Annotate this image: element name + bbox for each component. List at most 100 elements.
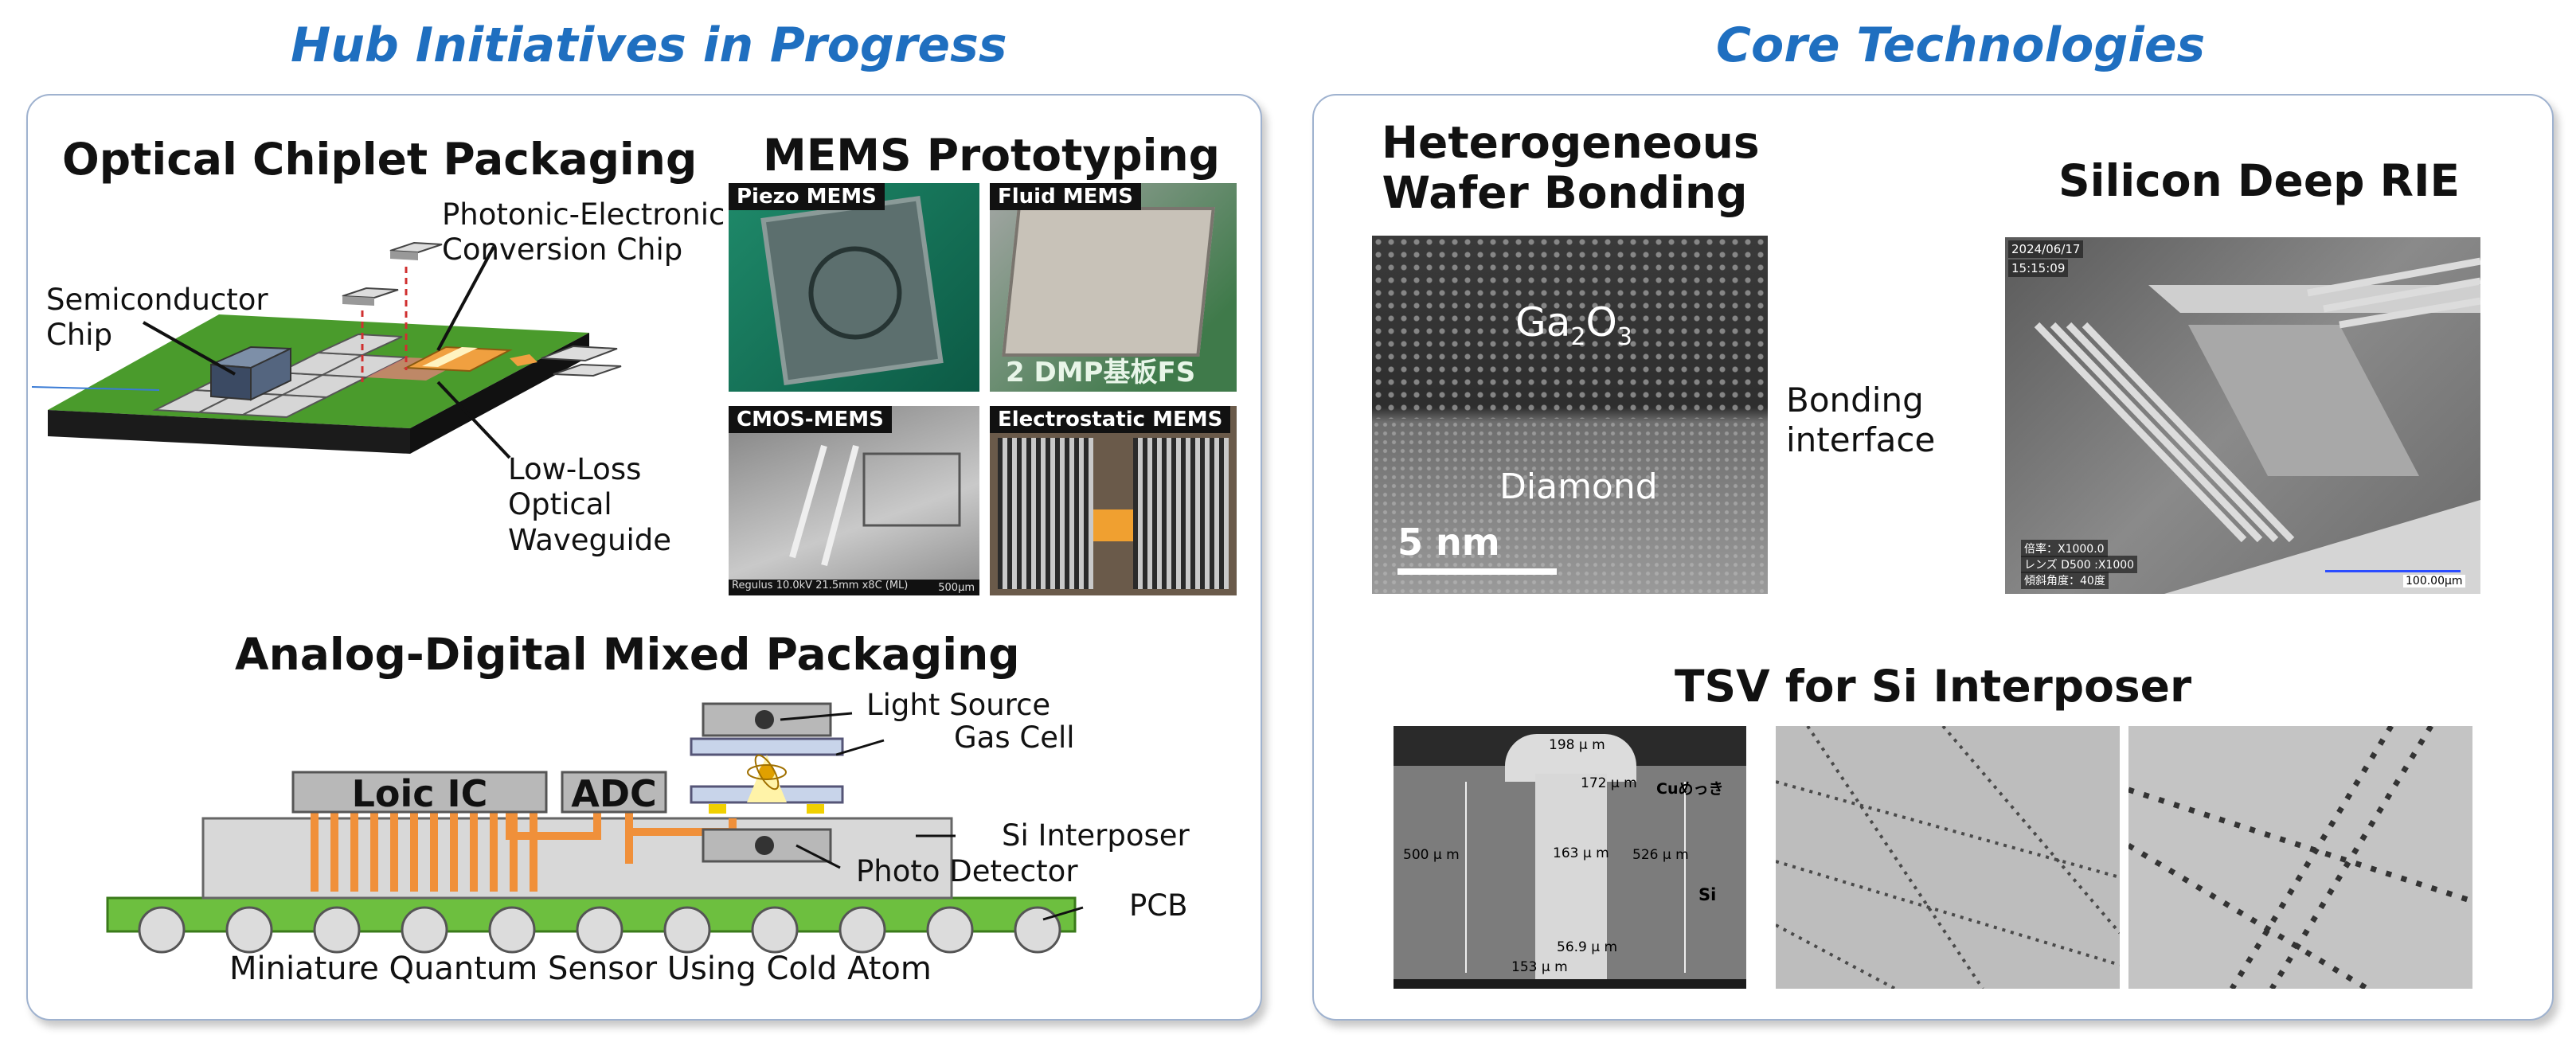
waveguide-stripe	[422, 347, 478, 367]
diamond-lattice	[1372, 420, 1768, 594]
fluid-board-text: 2 DMP基板FS	[1006, 357, 1196, 388]
cmos-mems-photo: Regulus 10.0kV 21.5mm x8C (ML) 500μm CMO…	[729, 406, 979, 595]
rie-date: 2024/06/17	[2008, 240, 2084, 258]
light-source-dot	[755, 710, 774, 729]
tem-scale-bar	[1397, 568, 1557, 575]
copper-vias	[311, 804, 737, 892]
atom-icon	[759, 764, 775, 780]
bonding-interface-label: Bonding interface	[1786, 381, 1936, 460]
semiconductor-label: Semiconductor Chip	[46, 283, 268, 353]
gas-cell-label: Gas Cell	[954, 720, 1075, 755]
tsv-array-pattern-1	[1776, 726, 2120, 989]
quantum-sensor-caption: Miniature Quantum Sensor Using Cold Atom	[229, 951, 932, 987]
logic-ic-chip	[291, 771, 548, 814]
connector-piece-1	[541, 345, 618, 362]
tsv-cu-label: Cuめっき	[1656, 780, 1724, 798]
tsv-m-172: 172 μ m	[1581, 775, 1637, 791]
tsv-array-pattern-2	[2128, 726, 2472, 989]
tsv-array-photo-2	[2128, 726, 2472, 989]
pointer-pcb	[1042, 906, 1084, 921]
pointer-gas-cell	[835, 739, 885, 756]
tsv-via	[1535, 774, 1607, 979]
mems-title: MEMS Prototyping	[763, 130, 1220, 181]
tem-image: Ga2O3 Diamond 5 nm	[1372, 236, 1768, 594]
tsv-si-label: Si	[1698, 885, 1717, 904]
quantum-sensor-diagram	[106, 702, 1084, 954]
floating-chip-top	[389, 241, 443, 254]
rie-scale-bar	[2325, 570, 2461, 572]
floating-chip-mid-side	[342, 296, 374, 306]
analog-title: Analog-Digital Mixed Packaging	[235, 629, 1020, 680]
pcb-board-side	[410, 333, 589, 454]
tsv-cross-section: 198 μ m 172 μ m Cuめっき 500 μ m 163 μ m 52…	[1394, 726, 1746, 989]
tsv-dim-line-left	[1465, 782, 1467, 973]
electrostatic-mems-photo: Electrostatic MEMS	[990, 406, 1237, 595]
rie-info-3: 傾斜角度：40度	[2021, 572, 2109, 589]
right-section-title: Core Technologies	[1716, 18, 2206, 73]
tsv-m-153: 153 μ m	[1511, 959, 1568, 975]
waveguide-label: Low-Loss Optical Waveguide	[508, 452, 672, 557]
floating-chip-top-side	[390, 251, 418, 260]
logic-ic-label: Loic IC	[351, 772, 488, 815]
floating-chip-mid	[342, 287, 399, 299]
cmos-mems-tag: CMOS-MEMS	[729, 406, 892, 433]
pointer-waveguide	[436, 381, 511, 459]
cmos-scale: 500μm	[938, 582, 975, 594]
tsv-bottom-band	[1394, 979, 1746, 989]
semiconductor-cube-side	[250, 347, 291, 401]
comb-left	[998, 438, 1093, 589]
left-section-title: Hub Initiatives in Progress	[291, 18, 1007, 73]
diamond-label: Diamond	[1499, 466, 1658, 507]
pointer-photo-detector	[795, 844, 841, 869]
bonding-title: Heterogeneous Wafer Bonding	[1382, 117, 1760, 219]
bump-left	[709, 804, 726, 814]
semiconductor-cube-front	[210, 363, 252, 401]
chiplet-tiles	[152, 333, 409, 419]
tsv-m-569: 56.9 μ m	[1557, 939, 1618, 955]
tsv-m-163: 163 μ m	[1553, 845, 1609, 861]
bump-right	[807, 804, 824, 814]
pointer-semiconductor	[143, 321, 236, 376]
electrostatic-mems-tag: Electrostatic MEMS	[990, 406, 1231, 433]
tsv-m-top: 198 μ m	[1549, 737, 1605, 753]
piezo-die	[766, 201, 938, 381]
adc-chip	[561, 771, 667, 814]
tsv-m-526: 526 μ m	[1632, 847, 1689, 863]
pcb-label: PCB	[1129, 888, 1188, 923]
pointer-light-source	[780, 712, 853, 721]
atom-orbit-1	[747, 764, 787, 780]
tem-scale-label: 5 nm	[1397, 521, 1500, 564]
optical-chiplet-diagram	[32, 241, 622, 459]
rie-info-2: レンズ D500 :X1000	[2021, 556, 2138, 573]
ga2o3-lattice	[1372, 236, 1768, 419]
comb-right	[1133, 438, 1229, 589]
photo-detector-label: Photo Detector	[856, 854, 1078, 888]
pointer-photonic	[436, 246, 495, 351]
adc-label: ADC	[571, 772, 657, 815]
rie-info-1: 倍率：X1000.0	[2021, 540, 2108, 557]
tsv-m-500: 500 μ m	[1403, 847, 1460, 863]
piezo-mems-photo: Piezo MEMS	[729, 183, 979, 392]
electrostatic-center	[1093, 509, 1133, 541]
tsv-array-photo-1	[1776, 726, 2120, 989]
fluid-mems-photo: 2 DMP基板FS Fluid MEMS	[990, 183, 1237, 392]
photonic-chip-label: Photonic-Electronic Conversion Chip	[442, 197, 725, 267]
orange-arrow	[510, 354, 537, 366]
gas-cell-top	[690, 737, 844, 756]
piezo-mems-tag: Piezo MEMS	[729, 183, 885, 210]
si-interposer-label: Si Interposer	[1002, 818, 1190, 853]
piezo-ring	[802, 240, 909, 346]
fluid-mems-tag: Fluid MEMS	[990, 183, 1141, 210]
optical-title: Optical Chiplet Packaging	[62, 134, 698, 185]
cmos-mems-probes	[789, 444, 961, 567]
rie-time: 15:15:09	[2008, 260, 2069, 277]
pcb-board-front	[48, 410, 410, 454]
ga2o3-label: Ga2O3	[1515, 299, 1632, 351]
tsv-dim-line-right	[1684, 782, 1686, 973]
cmos-caption: Regulus 10.0kV 21.5mm x8C (ML)	[729, 580, 979, 595]
connector-piece-2	[553, 363, 622, 377]
rie-sem-image: 2024/06/17 15:15:09 倍率：X1000.0 レンズ D500 …	[2005, 237, 2480, 594]
rie-title: Silicon Deep RIE	[2058, 155, 2461, 206]
fluid-die	[1002, 207, 1215, 357]
rie-scale-label: 100.00μm	[2403, 575, 2465, 588]
